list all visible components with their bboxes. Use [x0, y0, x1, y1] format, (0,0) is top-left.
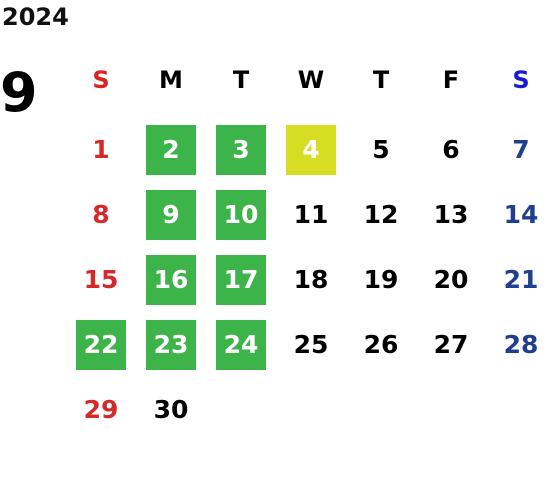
day-cell-6[interactable]: 6 [442, 135, 460, 164]
day-cell-30[interactable]: 30 [153, 395, 189, 424]
weekday-label-1: M [159, 66, 183, 94]
day-cell-18[interactable]: 18 [293, 265, 329, 294]
day-cell-23[interactable]: 23 [146, 320, 196, 370]
day-cell-4[interactable]: 4 [286, 125, 336, 175]
weekday-label-0: S [92, 66, 110, 94]
day-cell-1[interactable]: 1 [92, 135, 110, 164]
day-cell-29[interactable]: 29 [83, 395, 119, 424]
day-cell-9[interactable]: 9 [146, 190, 196, 240]
day-cell-2[interactable]: 2 [146, 125, 196, 175]
day-cell-22[interactable]: 22 [76, 320, 126, 370]
day-cell-20[interactable]: 20 [433, 265, 469, 294]
day-cell-21[interactable]: 21 [503, 265, 539, 294]
day-cell-28[interactable]: 28 [503, 330, 539, 359]
day-cell-15[interactable]: 15 [83, 265, 119, 294]
calendar-month: 9 [0, 61, 38, 124]
day-cell-16[interactable]: 16 [146, 255, 196, 305]
day-cell-8[interactable]: 8 [92, 200, 110, 229]
day-cell-10[interactable]: 10 [216, 190, 266, 240]
calendar-year: 2024 [2, 3, 69, 31]
weekday-label-4: T [372, 66, 390, 94]
day-cell-3[interactable]: 3 [216, 125, 266, 175]
day-cell-26[interactable]: 26 [363, 330, 399, 359]
day-cell-5[interactable]: 5 [372, 135, 390, 164]
day-cell-24[interactable]: 24 [216, 320, 266, 370]
weekday-label-6: S [512, 66, 530, 94]
day-cell-25[interactable]: 25 [293, 330, 329, 359]
weekday-label-5: F [442, 66, 460, 94]
day-cell-17[interactable]: 17 [216, 255, 266, 305]
day-cell-7[interactable]: 7 [512, 135, 530, 164]
weekday-label-3: W [297, 66, 325, 94]
weekday-label-2: T [232, 66, 250, 94]
day-cell-13[interactable]: 13 [433, 200, 469, 229]
day-cell-11[interactable]: 11 [293, 200, 329, 229]
day-cell-14[interactable]: 14 [503, 200, 539, 229]
day-cell-19[interactable]: 19 [363, 265, 399, 294]
day-cell-27[interactable]: 27 [433, 330, 469, 359]
day-cell-12[interactable]: 12 [363, 200, 399, 229]
